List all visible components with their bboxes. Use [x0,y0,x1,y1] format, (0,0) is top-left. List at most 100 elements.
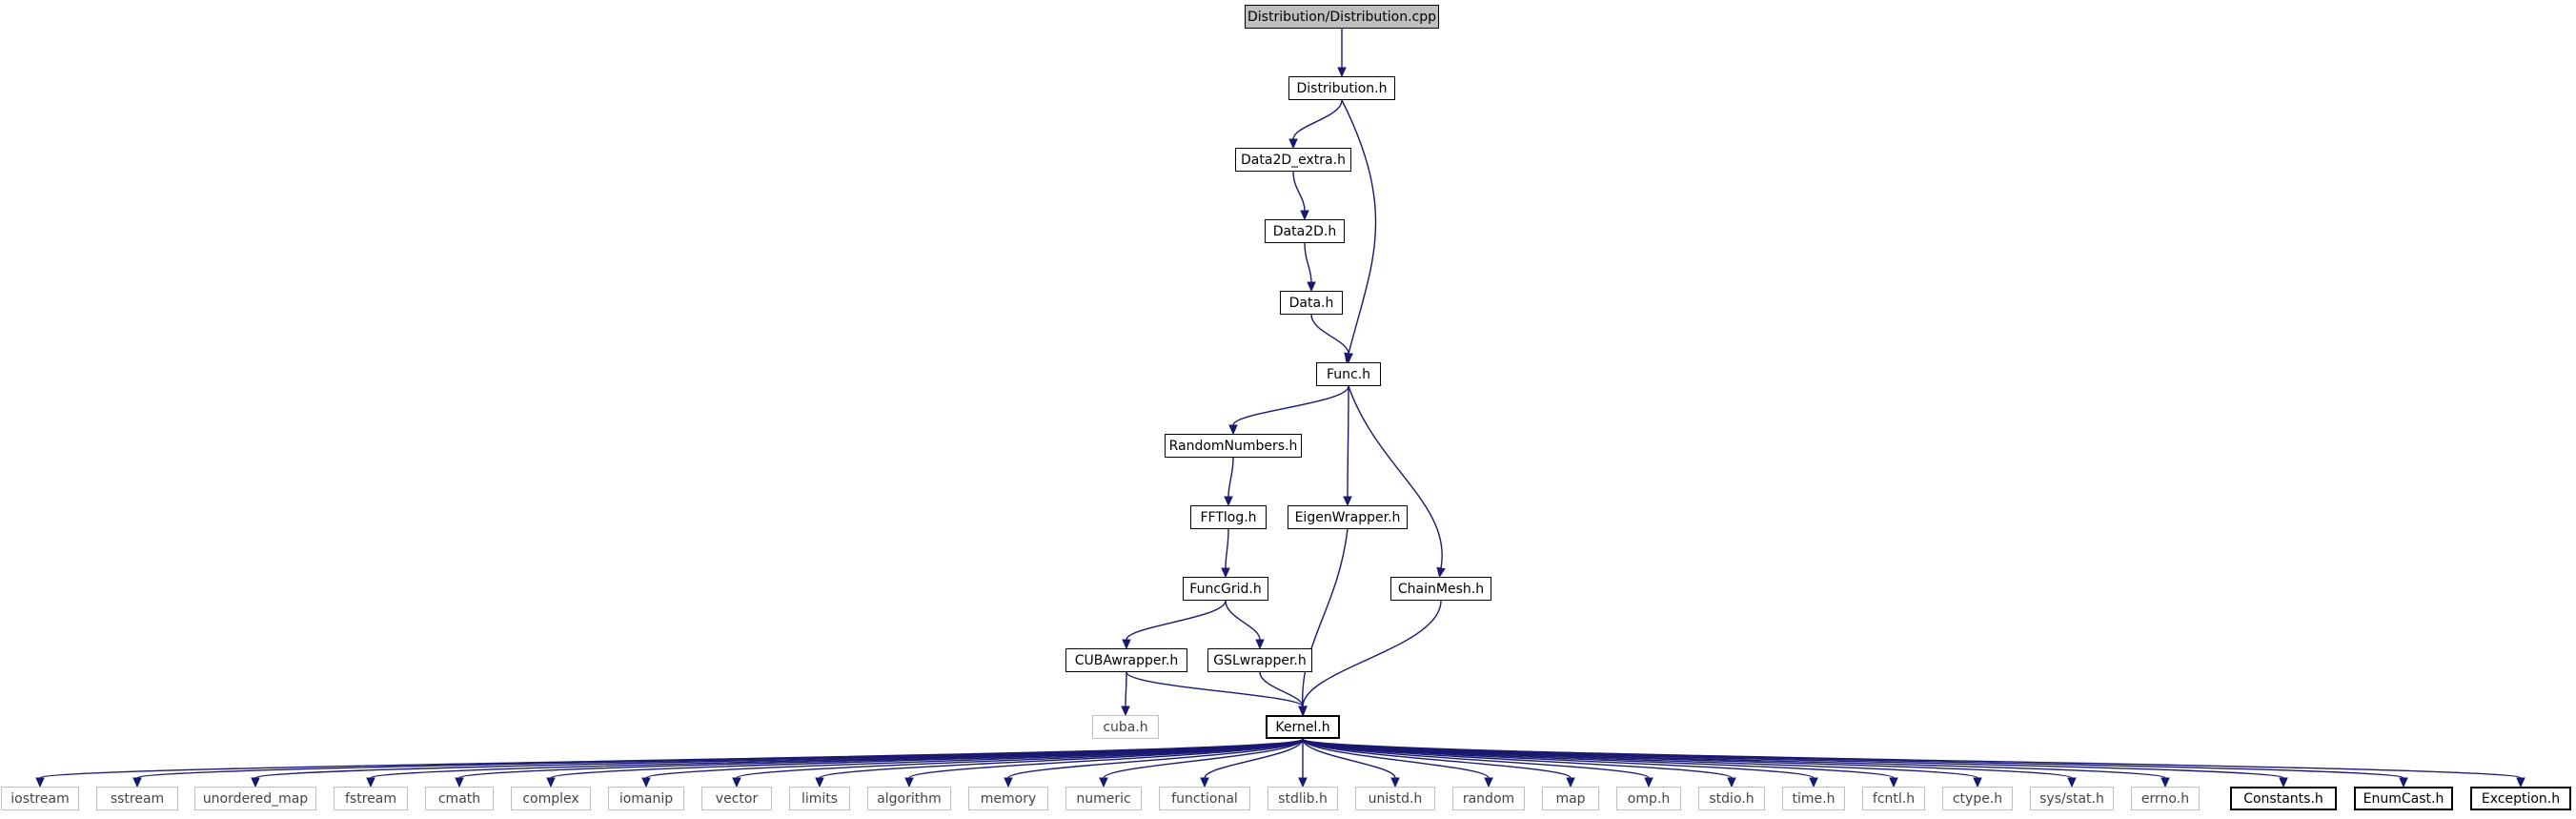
node-iostream: iostream [1,787,79,810]
edge-distribution_h-to-func_h [1341,99,1377,363]
edge-kernel_h-to-memory [1004,738,1304,788]
node-random: random [1452,787,1525,810]
node-omp-h: omp.h [1616,787,1681,810]
edge-kernel_h-to-unistd_h [1302,738,1400,788]
edge-randomnumbers_h-to-fftlog_h [1224,457,1234,507]
edge-kernel_h-to-functional [1200,738,1304,788]
node-stdio-h: stdio.h [1698,787,1765,810]
edge-kernel_h-to-ctype_h [1302,738,1982,788]
arrowhead [1224,496,1233,507]
edge-cubawrapper_h-to-kernel_h [1126,671,1308,717]
edge-kernel_h-to-stdlib_h [1298,739,1308,788]
node-sys-stat-h: sys/stat.h [2030,787,2114,810]
arrowhead [2516,777,2525,788]
node-algorithm: algorithm [867,787,951,810]
edge-data2d_h-to-data_h [1304,242,1316,293]
arrowhead [1390,777,1400,788]
node-vector: vector [701,787,772,810]
edge-chainmesh_h-to-kernel_h [1298,600,1442,717]
edge-funcgrid_h-to-gslwrapper_h [1225,600,1265,650]
edge-kernel_h-to-numeric [1099,738,1304,788]
node-cuba-h: cuba.h [1092,715,1159,739]
node-sstream: sstream [96,787,178,810]
node-data-h[interactable]: Data.h [1280,291,1343,315]
edge-kernel_h-to-stdio_h [1302,738,1736,788]
node-fstream: fstream [334,787,408,810]
arrowhead [1809,777,1818,788]
arrowhead [1121,706,1130,717]
edge-fftlog_h-to-funcgrid_h [1221,528,1230,579]
edge-kernel_h-to-random [1302,738,1493,788]
arrowhead [2067,777,2077,788]
node-ctype-h: ctype.h [1942,787,2013,810]
node-funcgrid-h[interactable]: FuncGrid.h [1183,577,1268,601]
arrowhead [1337,67,1347,78]
edge-eigenwrapper_h-to-kernel_h [1298,528,1349,717]
node-functional: functional [1159,787,1250,810]
arrowhead [2399,777,2408,788]
arrowhead [1344,353,1353,364]
edge-distribution_h-to-data2d_extra_h [1288,99,1343,150]
arrowhead [1889,777,1898,788]
node-unordered-map: unordered_map [194,787,316,810]
arrowhead [732,777,741,788]
node-numeric: numeric [1065,787,1142,810]
node-errno-h: errno.h [2131,787,2200,810]
edge-kernel_h-to-limits [815,738,1304,788]
node-time-h: time.h [1782,787,1845,810]
arrowhead [1307,281,1316,293]
node-cmath: cmath [425,787,494,810]
arrowhead [2279,777,2288,788]
arrowhead [2160,777,2170,788]
arrowhead [1004,777,1013,788]
edge-kernel_h-to-map [1302,738,1575,788]
arrowhead [546,777,556,788]
arrowhead [1288,138,1298,150]
arrowhead [641,777,651,788]
node-randomnumbers-h[interactable]: RandomNumbers.h [1165,434,1302,458]
node-constants-h[interactable]: Constants.h [2230,787,2337,810]
edge-root-to-distribution_h [1337,28,1347,78]
edge-data2d_extra_h-to-data2d_h [1292,171,1309,221]
node-exception-h[interactable]: Exception.h [2470,787,2571,810]
node-cubawrapper-h[interactable]: CUBAwrapper.h [1065,648,1187,672]
node-unistd-h: unistd.h [1355,787,1435,810]
arrowhead [1221,567,1230,579]
node-func-h[interactable]: Func.h [1316,362,1381,386]
arrowhead [1644,777,1653,788]
node-memory: memory [968,787,1048,810]
node-gslwrapper-h[interactable]: GSLwrapper.h [1207,648,1312,672]
node-chainmesh-h[interactable]: ChainMesh.h [1390,577,1491,601]
node-data2d-extra-h[interactable]: Data2D_extra.h [1235,148,1351,172]
arrowhead [455,777,464,788]
arrowhead [1228,424,1238,436]
arrowhead [1727,777,1736,788]
node-distribution-h[interactable]: Distribution.h [1288,76,1395,100]
node-stdlib-h: stdlib.h [1268,787,1338,810]
edge-func_h-to-chainmesh_h [1348,385,1446,579]
edge-cubawrapper_h-to-cuba_h [1121,671,1130,717]
node-map: map [1542,787,1599,810]
node-fftlog-h[interactable]: FFTlog.h [1190,505,1267,529]
node-fcntl-h: fcntl.h [1862,787,1925,810]
arrowhead [1484,777,1493,788]
arrowhead [35,777,45,788]
edge-kernel_h-to-algorithm [904,738,1304,788]
node-kernel-h[interactable]: Kernel.h [1266,715,1340,739]
arrowhead [1436,566,1446,579]
node-enumcast-h[interactable]: EnumCast.h [2354,787,2453,810]
arrowhead [366,777,375,788]
edge-data_h-to-func_h [1310,314,1353,364]
arrowhead [1973,777,1982,788]
node-iomanip: iomanip [608,787,684,810]
edge-funcgrid_h-to-cubawrapper_h [1122,600,1227,650]
arrowhead [251,777,260,788]
edge-func_h-to-randomnumbers_h [1228,385,1349,436]
node-eigenwrapper-h[interactable]: EigenWrapper.h [1288,505,1408,529]
arrowhead [1298,777,1308,788]
arrowhead [1200,777,1209,788]
arrowhead [132,777,142,788]
node-data2d-h[interactable]: Data2D.h [1265,219,1345,243]
